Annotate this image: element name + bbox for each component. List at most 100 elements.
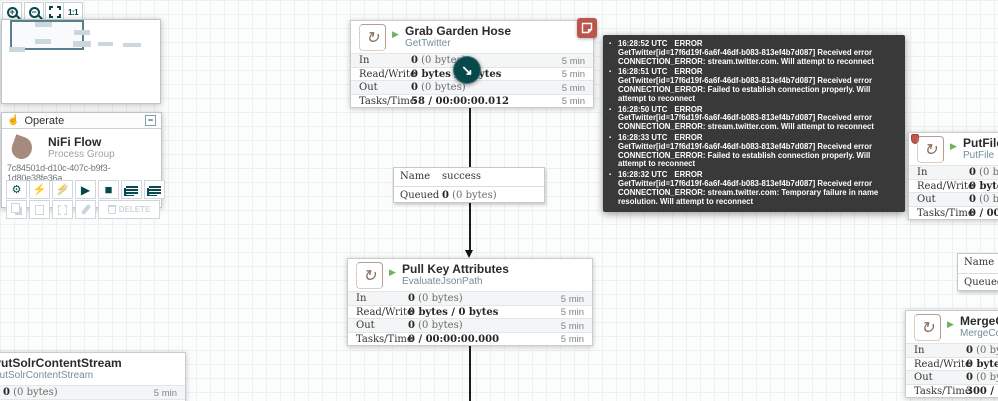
processor-type: PutSolrContentStream [0,370,94,381]
bulletin-time: 16:28:52 UTC [618,39,668,48]
stat-label: In [914,345,925,356]
bullet-icon: ▪ [609,41,612,47]
group-icon [58,204,67,215]
stat-value: 0 [408,293,415,304]
stat-row-tasks: Tasks/Time 58 / 00:00:00.012 5 min [351,93,593,107]
stat-value: 0 [969,194,976,205]
start-button[interactable]: ▶ [75,180,96,199]
copy-icon [10,203,20,213]
queued-value: 0 [442,189,449,201]
configure-button[interactable]: ⚙ [6,180,27,199]
connection-path[interactable] [469,346,471,401]
processor-pull-key-attributes[interactable]: ↻ ▶ Pull Key Attributes EvaluateJsonPath… [347,258,593,346]
processor-mergecontent[interactable]: ↻ ▶ MergeContent MergeContent In 0 (0 by… [905,310,998,398]
stat-label: In [359,55,370,66]
disable-button[interactable]: ⚡ [52,180,73,199]
fill-color-button[interactable] [75,200,96,219]
plus-glyph: + [9,7,15,17]
stat-value: 0 / 00:00:00.000 [969,207,998,219]
brush-icon [80,204,91,215]
collapse-icon[interactable]: − [145,115,156,126]
processor-name: PutSolrContentStream [0,356,122,370]
delete-button[interactable]: DELETE [98,200,160,219]
stat-extra: (0 bytes) [13,387,58,398]
bulletin-message: GetTwitter[id=17f6d19f-6a6f-46df-b083-81… [618,76,873,103]
bulletin-time: 16:28:32 UTC [618,170,668,180]
processor-putsolrcontentstream[interactable]: ↻ ▶ PutSolrContentStream PutSolrContentS… [0,352,186,401]
nifi-flow-logo [8,134,36,162]
stat-row-readwrite: Read/Write 0 bytes / 0 bytes [906,356,998,371]
stat-label: Read/Write [917,180,974,192]
stat-row-in: In 0 (0 bytes) 5 min [0,385,185,399]
stat-label: Tasks/Time [359,95,416,107]
stat-row-tasks: Tasks/Time 0 / 00:00:00.000 [909,205,998,220]
bulletin-message: GetTwitter[id=17f6d19f-6a6f-46df-b083-81… [618,141,873,169]
processor-icon: ↻ [359,24,386,51]
paste-button[interactable] [29,200,50,219]
stat-row-in: In 0 (0 bytes) 5 min [348,291,592,305]
connection-arrow-icon [465,250,473,258]
processor-glyph: ↻ [365,29,380,47]
flow-type: Process Group [48,149,115,160]
minimap-node [74,30,90,35]
stat-row-readwrite: Read/Write 0 bytes / 0 bytes 5 min [348,304,592,318]
running-icon: ▶ [947,319,954,329]
stat-label: Out [914,372,933,383]
stat-extra: (0 bytes) [976,345,998,356]
bullet-icon: ▪ [609,134,612,141]
paste-icon [35,204,44,215]
queued-extra: (0 bytes) [452,189,497,201]
connection-queued-row: Queued [958,272,998,292]
connection-queued-row: Queued 0 (0 bytes) [394,185,544,204]
template-button[interactable] [121,180,142,199]
zoom-out-button[interactable]: − [24,2,44,22]
lightning-icon: ⚡ [32,184,47,196]
stat-extra: (0 bytes) [979,194,998,205]
stop-button[interactable]: ■ [98,180,119,199]
minimap-node [98,42,113,46]
processor-type: MergeContent [960,328,998,339]
bulletin-message: GetTwitter[id=17f6d19f-6a6f-46df-b083-81… [618,178,879,206]
stat-label: Out [917,194,936,205]
processor-icon: ↻ [917,136,944,163]
stat-window: 5 min [561,55,585,67]
stat-label: In [356,293,367,304]
connection-label-success[interactable]: Name success Queued 0 (0 bytes) [393,167,545,203]
stat-value: 0 bytes / 0 bytes [969,180,998,192]
operate-palette: ☝ Operate − NiFi Flow Process Group 7c84… [1,112,165,219]
template-download-icon [148,184,161,195]
connection-label-merged[interactable]: Name m Queued [957,253,998,291]
copy-button[interactable] [6,200,27,219]
stat-label: Tasks/Time [914,385,971,397]
processor-name: Pull Key Attributes [402,262,509,276]
stat-value: 0 [966,372,973,383]
stat-value: 58 / 00:00:00.012 [411,95,510,107]
processor-name: MergeContent [960,314,998,328]
stat-extra: (0 bytes) [418,320,463,331]
stat-value: 300 / 00:00:00.000 [966,385,998,397]
stat-window: 5 min [561,96,585,107]
hand-icon: ☝ [7,115,20,126]
bulletin-time: 16:28:50 UTC [618,104,668,114]
bulletin-time: 16:28:51 UTC [618,67,668,77]
bulletin-message: GetTwitter[id=17f6d19f-6a6f-46df-b083-81… [618,113,874,132]
template-download-button[interactable] [144,180,165,199]
stat-value: 0 [966,345,973,356]
stat-window: 5 min [560,307,584,318]
bulletin-icon[interactable] [577,18,597,38]
processor-name: Grab Garden Hose [405,24,512,38]
stat-extra: (0 bytes) [976,372,998,383]
group-button[interactable] [52,200,73,219]
stat-extra: (0 bytes) [421,55,466,66]
queued-label: Queued [400,189,440,201]
zoom-fit-button[interactable] [45,2,65,22]
connection-name-row: Name success [394,168,544,186]
processor-type: GetTwitter [405,38,451,49]
stat-value: 0 [3,387,10,398]
enable-button[interactable]: ⚡ [29,180,50,199]
processor-putfile[interactable]: ↻ ▶ PutFile PutFile In 0 (0 bytes) Read/… [908,132,998,220]
